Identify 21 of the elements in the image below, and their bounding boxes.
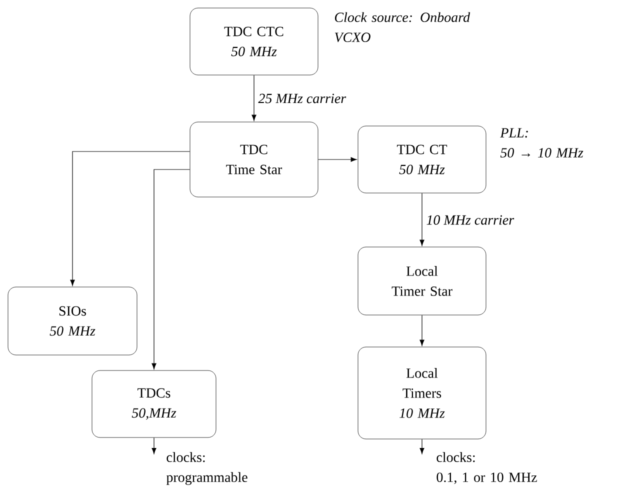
process-box: Local Timer Star xyxy=(358,246,486,316)
arrow xyxy=(152,437,156,454)
edge-label: 10 MHz carrier xyxy=(425,214,516,226)
arrow xyxy=(420,438,424,454)
annotation-text: PLL: 50 → 10 MHz xyxy=(500,128,584,158)
annotation-text: Clock source: Onboard VCXO xyxy=(334,12,470,42)
output-text: clocks: 0.1, 1 or 10 MHz xyxy=(436,452,537,484)
arrow xyxy=(420,192,424,246)
arrow xyxy=(152,169,190,370)
process-box: SIOs 50 MHz xyxy=(8,286,138,356)
arrow xyxy=(70,151,190,286)
process-box: TDC CTC 50 MHz xyxy=(190,8,318,76)
edge-label: 25 MHz carrier xyxy=(257,92,348,104)
arrow xyxy=(318,157,357,162)
arrow xyxy=(420,314,424,346)
arrow xyxy=(252,74,256,121)
process-box: TDCs 50,MHz xyxy=(92,370,216,438)
process-box: Local Timers 10 MHz xyxy=(358,346,486,440)
process-box: TDC CT 50 MHz xyxy=(358,126,486,194)
process-box: TDC Time Star xyxy=(190,122,318,198)
output-text: clocks: programmable xyxy=(166,452,248,485)
